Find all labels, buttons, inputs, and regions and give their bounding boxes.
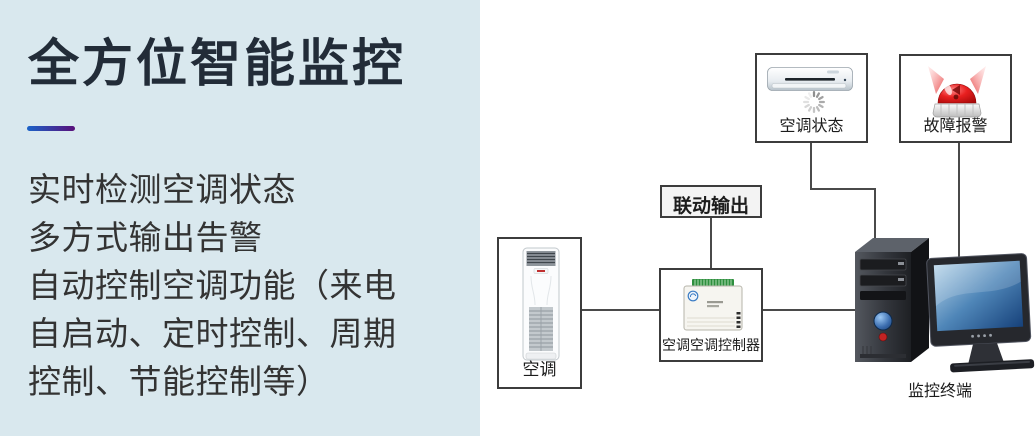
node-label-fault-alarm: 故障报警 bbox=[923, 118, 988, 135]
node-label-controller: 空调空调控制器 bbox=[662, 339, 760, 354]
alarm-siren-icon bbox=[925, 64, 989, 122]
feature-line: 实时检测空调状态 bbox=[28, 171, 296, 208]
page-title: 全方位智能监控 bbox=[28, 35, 407, 92]
connector-ac-status-down bbox=[810, 143, 812, 190]
title-underline bbox=[27, 126, 75, 131]
wall-ac-icon bbox=[767, 67, 853, 97]
node-controller: 空调空调控制器 bbox=[659, 268, 763, 362]
connector-alarm-down bbox=[958, 143, 960, 257]
controller-device-icon bbox=[681, 278, 745, 334]
feature-line: 控制、节能控制等） bbox=[28, 363, 330, 400]
loading-spinner-icon bbox=[801, 89, 827, 115]
feature-description: 实时检测空调状态 多方式输出告警 自动控制空调功能（来电 自启动、定时控制、周期… bbox=[28, 166, 397, 406]
node-label-monitor-terminal: 监控终端 bbox=[907, 383, 972, 400]
feature-line: 自启动、定时控制、周期 bbox=[28, 315, 397, 352]
node-label-air-conditioner: 空调 bbox=[522, 360, 557, 379]
floor-ac-icon bbox=[522, 247, 560, 365]
connector-linkage-down bbox=[710, 217, 712, 269]
connector-ac-status-right bbox=[810, 188, 876, 190]
feature-line: 多方式输出告警 bbox=[28, 219, 263, 256]
connector-ac-to-controller bbox=[581, 309, 660, 311]
node-fault-alarm: 故障报警 bbox=[899, 54, 1012, 143]
node-air-conditioner: 空调 bbox=[497, 237, 582, 389]
connector-controller-to-terminal bbox=[762, 309, 856, 311]
node-label-linkage-output: 联动输出 bbox=[672, 196, 749, 217]
node-ac-status: 空调状态 bbox=[755, 53, 868, 143]
node-label-ac-status: 空调状态 bbox=[779, 118, 844, 135]
feature-line: 自动控制空调功能（来电 bbox=[28, 267, 397, 304]
desktop-computer-icon bbox=[843, 226, 1035, 376]
promo-panel: 全方位智能监控 实时检测空调状态 多方式输出告警 自动控制空调功能（来电 自启动… bbox=[0, 0, 480, 436]
connector-to-tower bbox=[874, 188, 876, 252]
node-linkage-output: 联动输出 bbox=[660, 185, 762, 218]
